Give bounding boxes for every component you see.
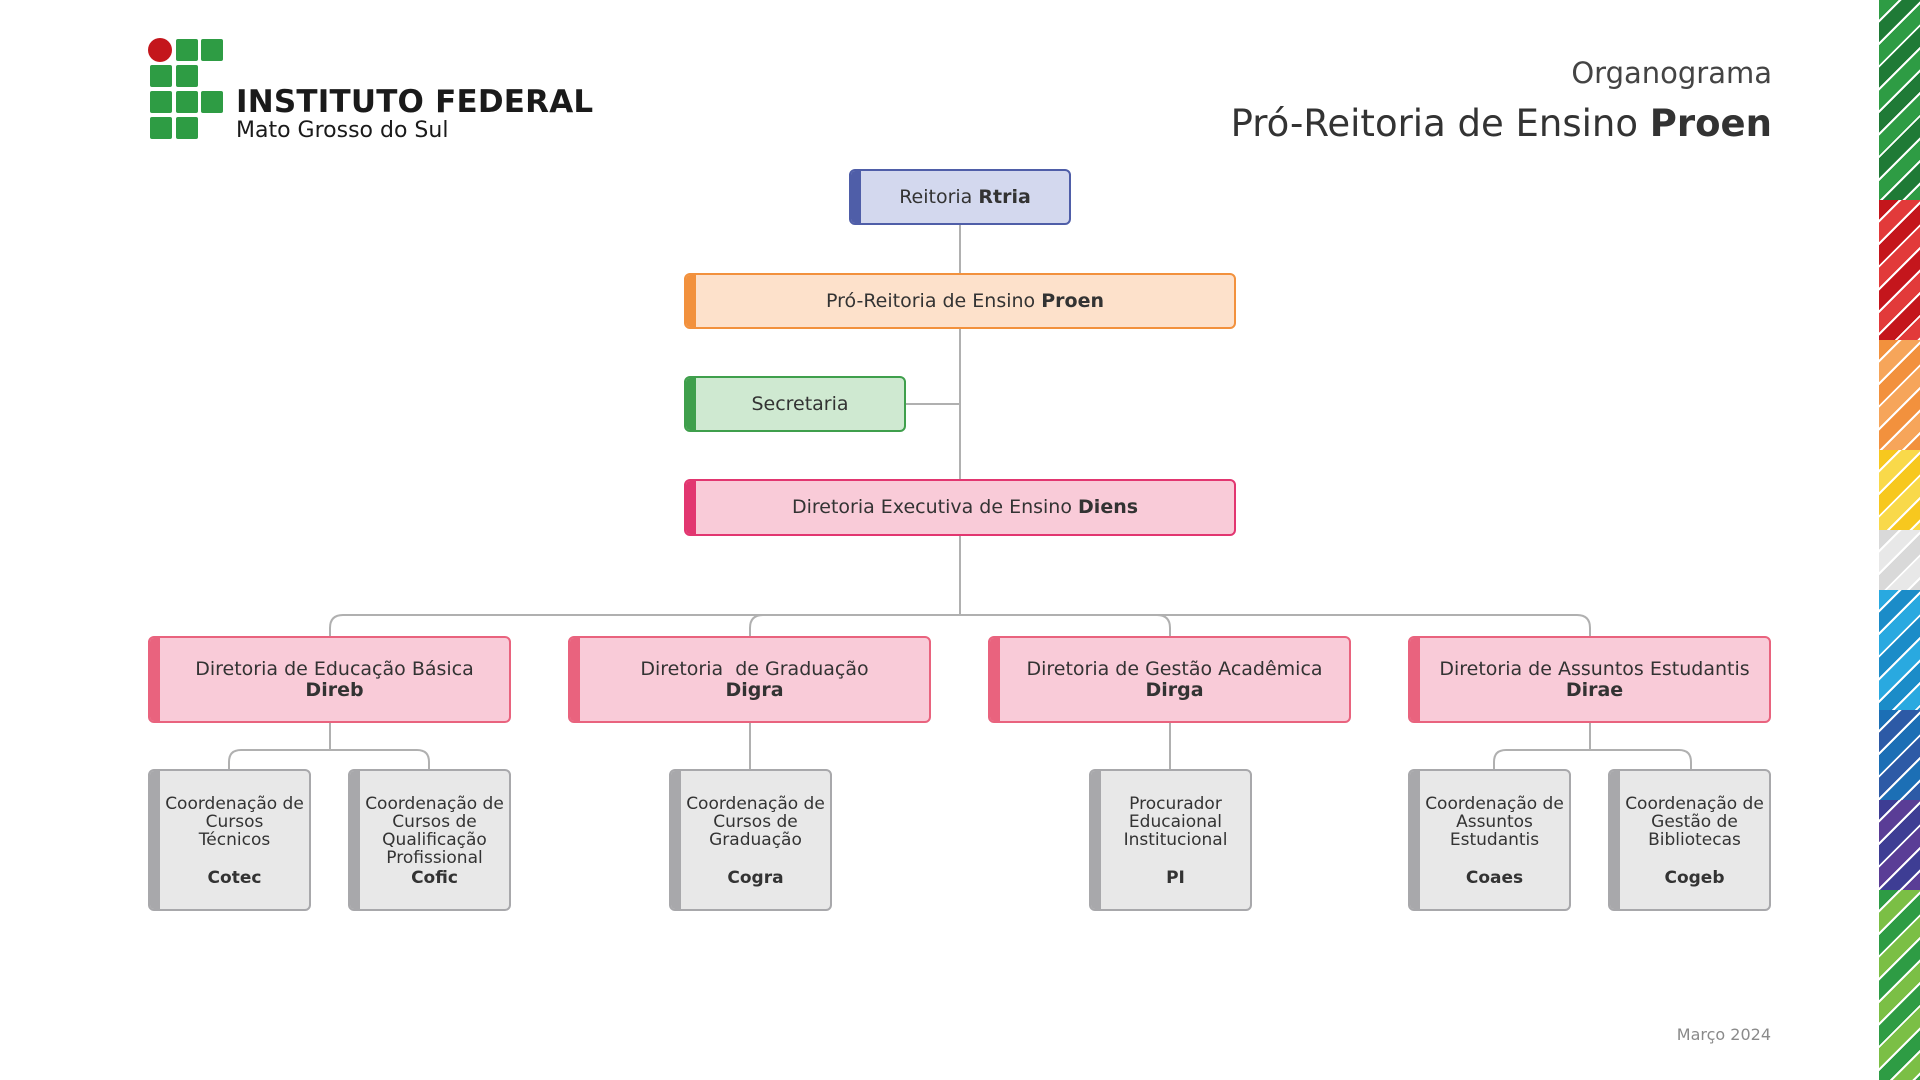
institution-logo: INSTITUTO FEDERAL Mato Grosso do Sul: [148, 38, 593, 148]
node-abbr: Cogeb: [1664, 868, 1725, 888]
node-cogra: Coordenação de Cursos de Graduação Cogra: [669, 769, 832, 911]
page-title-name: Pró-Reitoria de Ensino: [1230, 102, 1638, 145]
connector-dirae-coords: [1493, 722, 1692, 770]
node-name: Coordenação de Assuntos Estudantis: [1425, 794, 1564, 850]
node-reitoria: Reitoria Rtria: [849, 169, 1071, 225]
logo-square: [150, 117, 172, 139]
logo-title: INSTITUTO FEDERAL: [236, 84, 594, 120]
node-name: Coordenação de Cursos de Qualificação Pr…: [365, 794, 504, 868]
node-accent-bar: [150, 638, 160, 721]
node-abbr: Dirae: [1565, 678, 1624, 701]
node-name: Procurador Educaional Institucional: [1123, 794, 1228, 850]
stripe-red: [1879, 200, 1920, 340]
stripe-green-bottom: [1879, 890, 1920, 1080]
node-abbr: Cogra: [727, 868, 784, 888]
connector-to-dirga: [1156, 614, 1171, 637]
node-name: Diretoria de Gestão Acadêmica: [1026, 657, 1323, 680]
node-label: Reitoria Rtria: [899, 185, 1031, 208]
logo-red-dot: [148, 38, 172, 62]
node-abbr: Cofic: [411, 868, 458, 888]
node-coaes: Coordenação de Assuntos Estudantis Coaes: [1408, 769, 1571, 911]
node-accent-bar: [150, 771, 160, 909]
node-diens: Diretoria Executiva de Ensino Diens: [684, 479, 1236, 536]
node-cofic: Coordenação de Cursos de Qualificação Pr…: [348, 769, 511, 911]
connector-direb-coords: [228, 722, 430, 770]
node-label: Pró-Reitoria de Ensino Proen: [825, 289, 1104, 312]
stripe-blue: [1879, 710, 1920, 800]
node-accent-bar: [1410, 771, 1420, 909]
node-label: Diretoria Executiva de Ensino Diens: [791, 496, 1139, 518]
node-name: Coordenação de Gestão de Bibliotecas: [1625, 794, 1764, 850]
node-label: Secretaria: [751, 392, 849, 415]
connector-diretorias-bus: [329, 614, 1591, 637]
logo-square: [176, 91, 198, 113]
connector-to-digra: [749, 614, 764, 637]
node-accent-bar: [851, 171, 861, 223]
stripe-orange: [1879, 340, 1920, 450]
node-accent-bar: [1091, 771, 1101, 909]
node-name: Coordenação de Cursos Técnicos: [165, 794, 304, 850]
node-accent-bar: [686, 275, 696, 327]
logo-square: [176, 65, 198, 87]
node-name: Diretoria de Graduação: [640, 657, 869, 680]
stripe-yellow: [1879, 450, 1920, 530]
node-accent-bar: [1410, 638, 1420, 721]
node-dirga: Diretoria de Gestão Acadêmica Dirga: [988, 636, 1351, 723]
node-accent-bar: [1610, 771, 1620, 909]
logo-square: [201, 91, 223, 113]
logo-square: [201, 39, 223, 61]
node-abbr: Dirga: [1145, 678, 1204, 701]
node-accent-bar: [350, 771, 360, 909]
node-cotec: Coordenação de Cursos Técnicos Cotec: [148, 769, 311, 911]
node-accent-bar: [990, 638, 1000, 721]
node-dirae: Diretoria de Assuntos Estudantis Dirae: [1408, 636, 1771, 723]
node-digra: Diretoria de Graduação Digra: [568, 636, 931, 723]
date-label: Março 2024: [1676, 1025, 1771, 1044]
node-abbr: Cotec: [207, 868, 262, 888]
node-abbr: Coaes: [1465, 868, 1524, 888]
node-abbr: Digra: [725, 678, 784, 701]
node-proen: Pró-Reitoria de Ensino Proen: [684, 273, 1236, 329]
header-label: Organograma: [1571, 56, 1772, 90]
node-accent-bar: [570, 638, 580, 721]
node-accent-bar: [686, 481, 696, 534]
node-secretaria: Secretaria: [684, 376, 906, 432]
node-abbr: PI: [1166, 868, 1185, 888]
node-cogeb: Coordenação de Gestão de Bibliotecas Cog…: [1608, 769, 1771, 911]
stripe-grey: [1879, 530, 1920, 590]
logo-square: [176, 39, 198, 61]
node-pi: Procurador Educaional Institucional PI: [1089, 769, 1252, 911]
stripe-lightblue: [1879, 590, 1920, 710]
node-name: Diretoria de Educação Básica: [195, 657, 474, 680]
logo-subtitle: Mato Grosso do Sul: [236, 118, 449, 143]
node-accent-bar: [686, 378, 696, 430]
logo-square: [176, 117, 198, 139]
node-abbr: Direb: [305, 678, 364, 701]
stripe-indigo: [1879, 800, 1920, 890]
node-name: Coordenação de Cursos de Graduação: [686, 794, 825, 850]
page-title-abbr: Proen: [1649, 102, 1772, 145]
logo-square: [150, 91, 172, 113]
stripe-green: [1879, 0, 1920, 200]
decorative-stripes: [1879, 0, 1920, 1080]
node-direb: Diretoria de Educação Básica Direb: [148, 636, 511, 723]
node-accent-bar: [671, 771, 681, 909]
node-name: Diretoria de Assuntos Estudantis: [1439, 657, 1750, 680]
logo-square: [150, 65, 172, 87]
page-title: Pró-Reitoria de Ensino Proen: [1231, 102, 1772, 145]
